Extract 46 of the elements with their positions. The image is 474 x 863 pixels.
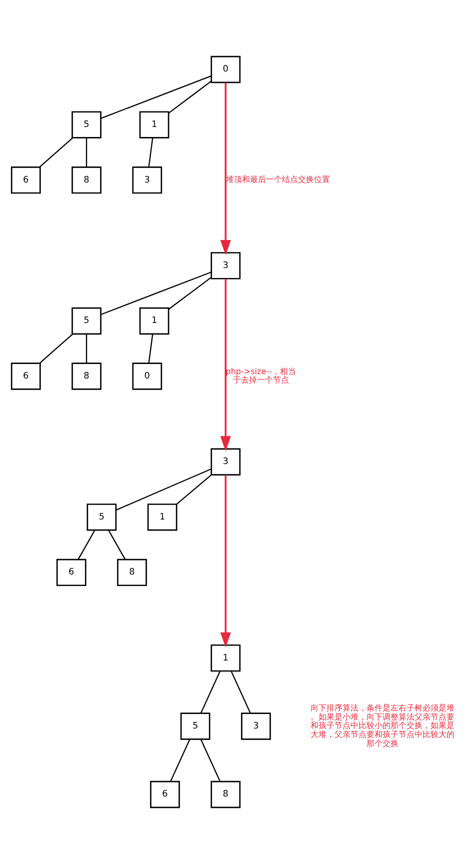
node-box: 0 — [132, 362, 162, 390]
connector — [116, 468, 212, 510]
connector — [108, 529, 126, 560]
node-box: 3 — [241, 712, 271, 740]
connector — [230, 670, 251, 714]
node-box: 8 — [210, 780, 241, 808]
connector — [100, 74, 212, 118]
connector — [170, 738, 190, 782]
edge-label: 堆顶和最后一个结点交换位置 — [226, 174, 330, 184]
connector — [39, 333, 74, 364]
node-box: 8 — [72, 362, 102, 390]
node-box: 8 — [117, 558, 147, 586]
arrow — [220, 278, 231, 451]
connector — [200, 670, 221, 714]
node-box: 0 — [210, 55, 241, 83]
node-box: 3 — [210, 252, 241, 279]
node-box: 8 — [72, 166, 102, 194]
arrow — [220, 82, 231, 255]
edge-label: php->size--，相当于去掉一个节点 — [226, 366, 296, 384]
connector — [39, 136, 74, 168]
connector — [200, 738, 221, 782]
connector — [168, 80, 212, 114]
connector — [78, 529, 96, 560]
node-box: 5 — [180, 712, 210, 740]
node-box: 5 — [86, 503, 117, 530]
node-box: 5 — [72, 110, 102, 138]
connector — [148, 137, 154, 167]
node-box: 1 — [139, 306, 170, 334]
label: 向下排序算法，条件是左右子树必须是堆。如果是小堆，向下调整算法父亲节点要和孩子节点中比较小的那个交换，如果是大堆，父亲节点要和孩子节点中比较大的那个交换 — [310, 702, 455, 748]
connector — [86, 334, 88, 363]
node-box: 6 — [10, 362, 41, 390]
node-box: 3 — [210, 448, 241, 475]
arrow — [220, 474, 231, 648]
node-box: 6 — [10, 166, 41, 194]
connector — [176, 474, 212, 504]
node-box: 6 — [56, 558, 86, 586]
connector — [86, 137, 88, 167]
connector — [168, 276, 212, 310]
node-box: 3 — [132, 166, 162, 194]
node-box: 5 — [72, 306, 102, 334]
node-box: 1 — [147, 503, 178, 530]
connector — [148, 333, 154, 363]
node-box: 6 — [150, 780, 180, 808]
node-box: 1 — [139, 110, 170, 138]
connector — [100, 271, 212, 315]
node-box: 1 — [210, 644, 241, 672]
